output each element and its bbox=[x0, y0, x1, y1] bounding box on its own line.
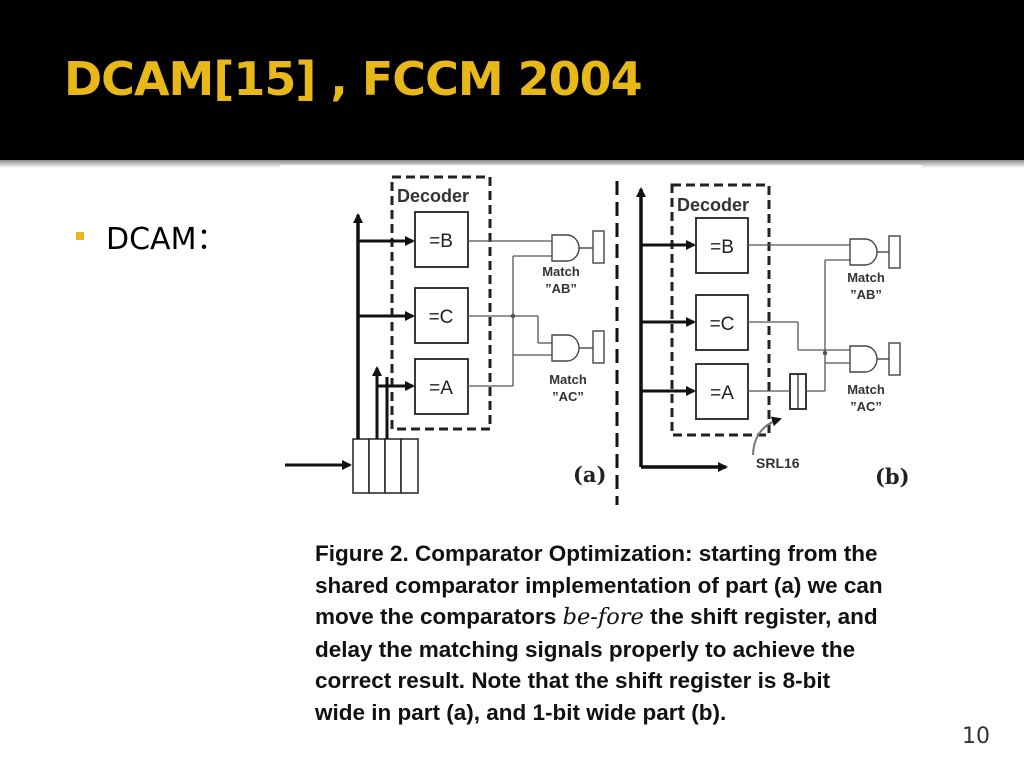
match-ac-b-line2: ”AC” bbox=[850, 399, 882, 414]
title-shadow bbox=[0, 160, 1024, 168]
match-ac-b-line1: Match bbox=[847, 382, 885, 397]
part-b-label: (b) bbox=[875, 464, 910, 489]
wires-a bbox=[468, 240, 552, 387]
caption-italic-text: be-fore bbox=[562, 604, 644, 630]
flipflops-b bbox=[877, 235, 901, 376]
caption-text-2: the shift register, and delay the matchi… bbox=[315, 604, 878, 725]
comparator-a-b bbox=[695, 363, 749, 420]
figure-caption: Figure 2. Comparator Optimization: start… bbox=[315, 538, 883, 728]
shift-register-a bbox=[352, 438, 419, 494]
bullet-item: DCAM： bbox=[76, 214, 226, 258]
part-a: Decoder =B =C =A bbox=[285, 175, 606, 494]
figure: Decoder =B =C =A bbox=[280, 165, 922, 763]
page-number: 10 bbox=[962, 724, 990, 749]
comparator-c-a bbox=[414, 287, 469, 344]
match-ab-a-line1: Match bbox=[542, 264, 580, 279]
comparator-c-a-label: =C bbox=[429, 307, 454, 328]
comparator-b-a-label: =B bbox=[429, 231, 453, 252]
match-ab-a-line2: ”AB” bbox=[545, 281, 577, 296]
bullet-square-icon bbox=[76, 232, 84, 240]
part-a-label: (a) bbox=[573, 462, 606, 487]
and-gate-ac-b bbox=[849, 345, 878, 373]
flipflops-a bbox=[579, 230, 605, 364]
decoder-box-b bbox=[670, 183, 771, 437]
comparator-b-b-label: =B bbox=[710, 237, 734, 258]
bullet-text: DCAM： bbox=[106, 222, 227, 257]
comparator-b-a bbox=[414, 211, 469, 268]
part-b: Decoder =B =C =A SRL16 bbox=[636, 183, 910, 489]
comparator-c-b-label: =C bbox=[710, 314, 735, 335]
match-ac-a-line2: ”AC” bbox=[552, 389, 584, 404]
decoder-label-b: Decoder bbox=[677, 195, 749, 215]
and-gate-ab-b bbox=[849, 238, 878, 266]
and-gate-ab-a bbox=[551, 234, 580, 262]
comparator-c-b bbox=[695, 294, 749, 351]
srl16-label: SRL16 bbox=[756, 455, 800, 471]
title-bar: DCAM[15] , FCCM 2004 bbox=[0, 0, 1024, 160]
match-ab-b-line1: Match bbox=[847, 270, 885, 285]
match-ab-b-line2: ”AB” bbox=[850, 287, 882, 302]
wires-b bbox=[748, 244, 850, 392]
comparator-diagram: Decoder =B =C =A bbox=[285, 175, 910, 505]
match-ac-a-line1: Match bbox=[549, 372, 587, 387]
slide-title: DCAM[15] , FCCM 2004 bbox=[64, 52, 643, 106]
comparator-a-a-label: =A bbox=[429, 378, 453, 399]
comparator-a-b-label: =A bbox=[710, 383, 734, 404]
caption-text-1: Figure 2. Comparator Optimization: start… bbox=[315, 541, 883, 629]
srl16-pointer-arrow bbox=[752, 416, 782, 456]
decoder-box-a bbox=[390, 175, 492, 431]
decoder-label-a: Decoder bbox=[397, 186, 469, 206]
and-gate-ac-a bbox=[551, 334, 580, 362]
comparator-b-b bbox=[695, 217, 749, 274]
